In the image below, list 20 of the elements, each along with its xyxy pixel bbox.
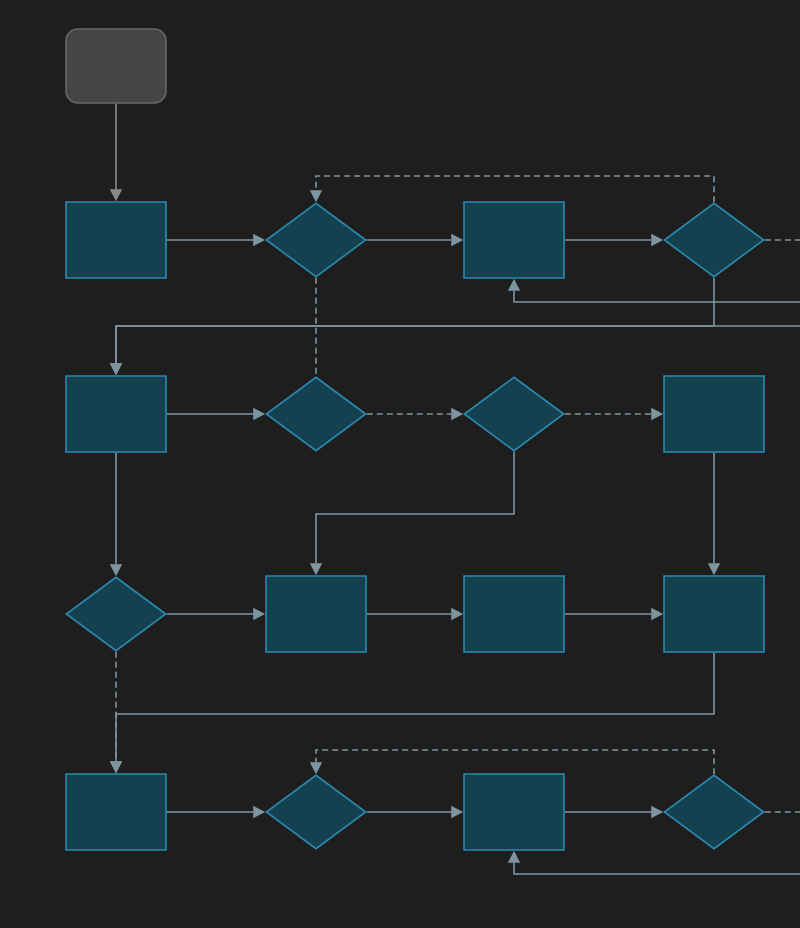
decision-diamond [265,774,367,850]
process-box [463,201,565,279]
process-box [463,575,565,653]
decision-diamond [265,376,367,452]
decision-diamond [663,774,765,850]
process-box [265,575,367,653]
decision-diamond [265,202,367,278]
process-box [463,773,565,851]
process-box [65,375,167,453]
connector-line [764,239,800,241]
decision-diamond [65,576,167,652]
decision-diamond [663,202,765,278]
connector-line [764,811,800,813]
connector-line [315,277,317,377]
process-box [663,575,765,653]
process-box [65,201,167,279]
start-box [65,28,167,104]
process-box [65,773,167,851]
process-box [663,375,765,453]
decision-diamond [463,376,565,452]
